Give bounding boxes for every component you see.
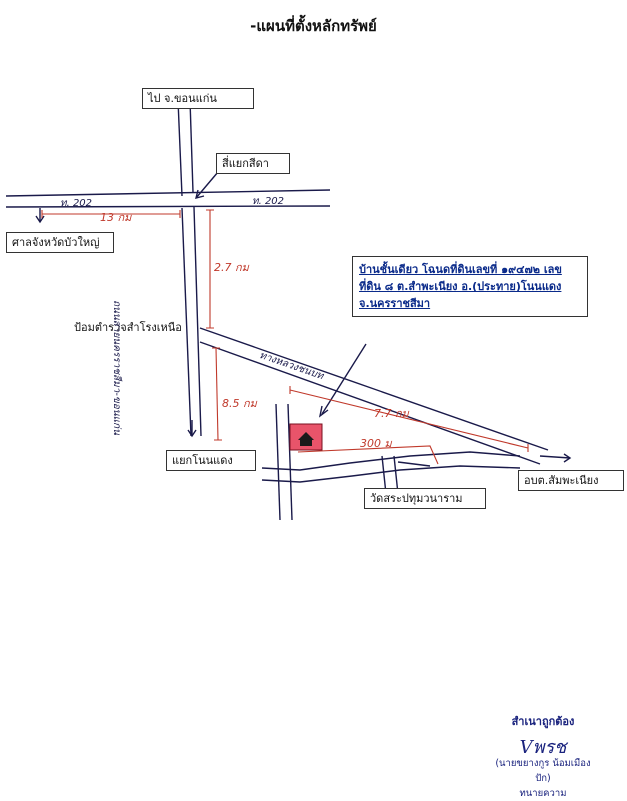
- local-vertical-right: [287, 403, 293, 521]
- soi-line-bottom: [261, 465, 521, 483]
- sida-arrow-line: [195, 171, 219, 199]
- wat-lane-right: [393, 455, 399, 495]
- highway-lower-left: [181, 207, 192, 437]
- road-202-right: ท. 202: [252, 196, 285, 207]
- map-title: -แผนที่ตั้งหลักทรัพย์: [250, 17, 377, 35]
- dist-85-line: [215, 347, 219, 441]
- property-callout: บ้านชั้นเดียว โฉนดที่ดินเลขที่ ๑๙๔๗๒ เลข…: [352, 256, 588, 317]
- diagonal-road-bottom: [199, 341, 541, 465]
- dist-13-ticks: [41, 210, 181, 218]
- lawyer-name: (นายขยางกูร น้อมเมืองปัก): [495, 758, 591, 784]
- highway-lower-right: [193, 206, 202, 437]
- soi-line-top: [261, 451, 521, 471]
- road-vertical-name: ถนนสายนครราชสีมา-ขอนแก่น: [111, 300, 122, 435]
- label-court: ศาลจังหวัดบัวใหญ่: [6, 232, 114, 253]
- local-vertical-left: [275, 403, 281, 521]
- wat-lane-spur: [397, 461, 431, 467]
- callout-arrow-line: [321, 343, 367, 415]
- distance-7-7km: 7.7 กม: [374, 407, 409, 420]
- vertical-highway: [177, 99, 202, 437]
- route-202-road: [5, 189, 331, 208]
- diagonal-road-top: [199, 327, 549, 451]
- lawyer-role: ทนายความ: [519, 788, 567, 799]
- sida-arrow-head: [195, 189, 205, 199]
- direction-arrows: [35, 171, 572, 463]
- court-arrow-head: [35, 215, 45, 224]
- distance-13km: 13 กม: [100, 211, 132, 224]
- highway-upper-right: [189, 99, 194, 193]
- sam-arrow-head: [563, 453, 572, 463]
- wat-lane-left: [381, 455, 387, 495]
- certification-block: สำเนาถูกต้อง Vพรช (นายขยางกูร น้อมเมืองป…: [488, 712, 598, 801]
- home-icon: [298, 432, 314, 446]
- property-marker: [289, 423, 323, 451]
- label-to-khon-kaen: ไป จ.ขอนแก่น: [142, 88, 254, 109]
- dist-27-ticks: [206, 209, 214, 329]
- distance-2-7km: 2.7 กม: [214, 261, 249, 274]
- dist-77-line: [289, 389, 529, 449]
- distance-8-5km: 8.5 กม: [222, 397, 257, 410]
- callout-arrow-head: [318, 405, 329, 418]
- dist-77-ticks: [289, 386, 529, 452]
- diagonal-road: [199, 327, 549, 465]
- signature: Vพรช: [519, 737, 567, 758]
- route-202-top-line: [5, 189, 331, 197]
- route-202-bottom-line: [5, 205, 331, 208]
- road-202-left: ท. 202: [60, 198, 93, 209]
- nondaeng-arrow-head: [187, 429, 197, 438]
- sam-arrow-line: [539, 455, 571, 459]
- label-si-yaek-si-da: สี่แยกสีดา: [216, 153, 290, 174]
- label-wat: วัดสระปทุมวนาราม: [364, 488, 486, 509]
- local-streets: [261, 403, 521, 521]
- distance-300m: 300 ม: [360, 437, 392, 450]
- label-sam-pha-niang: อบต.สัมพะเนียง: [518, 470, 624, 491]
- dist-300-line: [297, 445, 439, 465]
- distance-markers: [41, 209, 529, 465]
- cert-heading: สำเนาถูกต้อง: [511, 715, 575, 728]
- label-yaek-non-daeng: แยกโนนแดง: [166, 450, 256, 471]
- label-police-post: ป้อมตำรวจสำโรงเหนือ: [74, 321, 182, 334]
- highway-upper-left: [177, 99, 183, 197]
- dist-85-ticks: [212, 347, 222, 441]
